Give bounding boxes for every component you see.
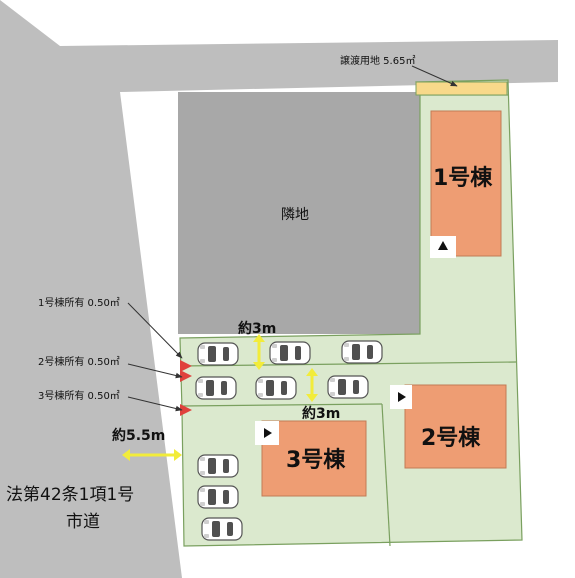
road-width-arrow (122, 449, 182, 461)
gap-mid-arrow (306, 368, 318, 402)
house-2-footprint (404, 384, 507, 469)
share-marker-3 (180, 404, 192, 416)
share-label-1: 1号棟所有 0.50㎡ (38, 298, 120, 309)
car-icon (341, 340, 383, 364)
gap-top-arrow (253, 334, 265, 370)
car-icon (197, 454, 239, 478)
car-icon (197, 485, 239, 509)
house-3-label: 3号棟 (286, 448, 346, 473)
road-classification-label: 法第42条1項1号 (6, 485, 135, 505)
house-2-label: 2号棟 (421, 426, 481, 451)
gap-top-label: 約3m (238, 321, 277, 337)
road (0, 0, 558, 578)
car-icon (197, 342, 239, 366)
car-icon (327, 375, 369, 399)
road-width-label: 約5.5m (112, 428, 166, 444)
share-marker-2 (180, 370, 192, 382)
road-name-label: 市道 (66, 512, 100, 532)
house-1-footprint (430, 110, 502, 257)
house-1-label: 1号棟 (433, 166, 493, 191)
share-marker-1 (180, 360, 192, 372)
gap-mid-label: 約3m (302, 406, 341, 422)
house-3-footprint (261, 420, 367, 497)
neighbor-lot (178, 92, 420, 334)
transfer-strip (415, 81, 508, 96)
car-icon (195, 376, 237, 400)
share-label-2: 2号棟所有 0.50㎡ (38, 357, 120, 368)
car-icon (255, 376, 297, 400)
transfer-land-label: 譲渡用地 5.65㎡ (340, 56, 416, 67)
triangle-right-icon (390, 385, 412, 409)
lot-line (181, 403, 383, 407)
car-icon (201, 517, 243, 541)
neighbor-lot-label: 隣地 (281, 207, 309, 223)
share-label-3: 3号棟所有 0.50㎡ (38, 391, 120, 402)
triangle-right-icon (255, 421, 279, 445)
triangle-up-icon (430, 236, 456, 258)
lot-line (381, 403, 391, 547)
car-icon (269, 341, 311, 365)
lot-line (179, 361, 517, 367)
